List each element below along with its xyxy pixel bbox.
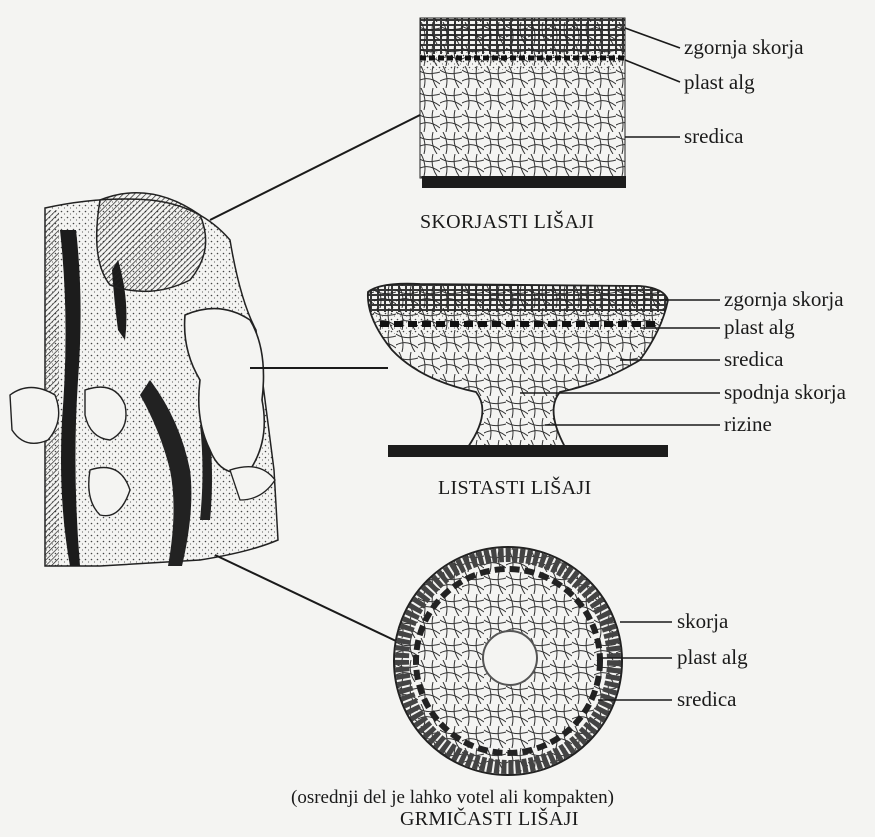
crustose-label-upper-cortex: zgornja skorja [684, 37, 804, 58]
crustose-title: SKORJASTI LIŠAJI [420, 212, 594, 232]
fruticose-label-cortex: skorja [677, 611, 728, 632]
foliose-title: LISTASTI LIŠAJI [438, 478, 591, 498]
foliose-label-upper-cortex: zgornja skorja [724, 289, 844, 310]
crustose-cross-section [420, 18, 626, 188]
foliose-cross-section [360, 280, 680, 457]
fruticose-label-medulla: sredica [677, 689, 736, 710]
fruticose-cross-section [390, 545, 630, 780]
fruticose-title: GRMIČASTI LIŠAJI [400, 809, 579, 829]
fruticose-label-algal-layer: plast alg [677, 647, 748, 668]
crustose-label-medulla: sredica [684, 126, 743, 147]
fruticose-note: (osrednji del je lahko votel ali kompakt… [291, 788, 614, 807]
tree-bark-illustration [10, 193, 278, 566]
foliose-label-medulla: sredica [724, 349, 783, 370]
foliose-label-algal-layer: plast alg [724, 317, 795, 338]
foliose-label-lower-cortex: spodnja skorja [724, 382, 846, 403]
crustose-label-algal-layer: plast alg [684, 72, 755, 93]
foliose-label-rhizines: rizine [724, 414, 772, 435]
